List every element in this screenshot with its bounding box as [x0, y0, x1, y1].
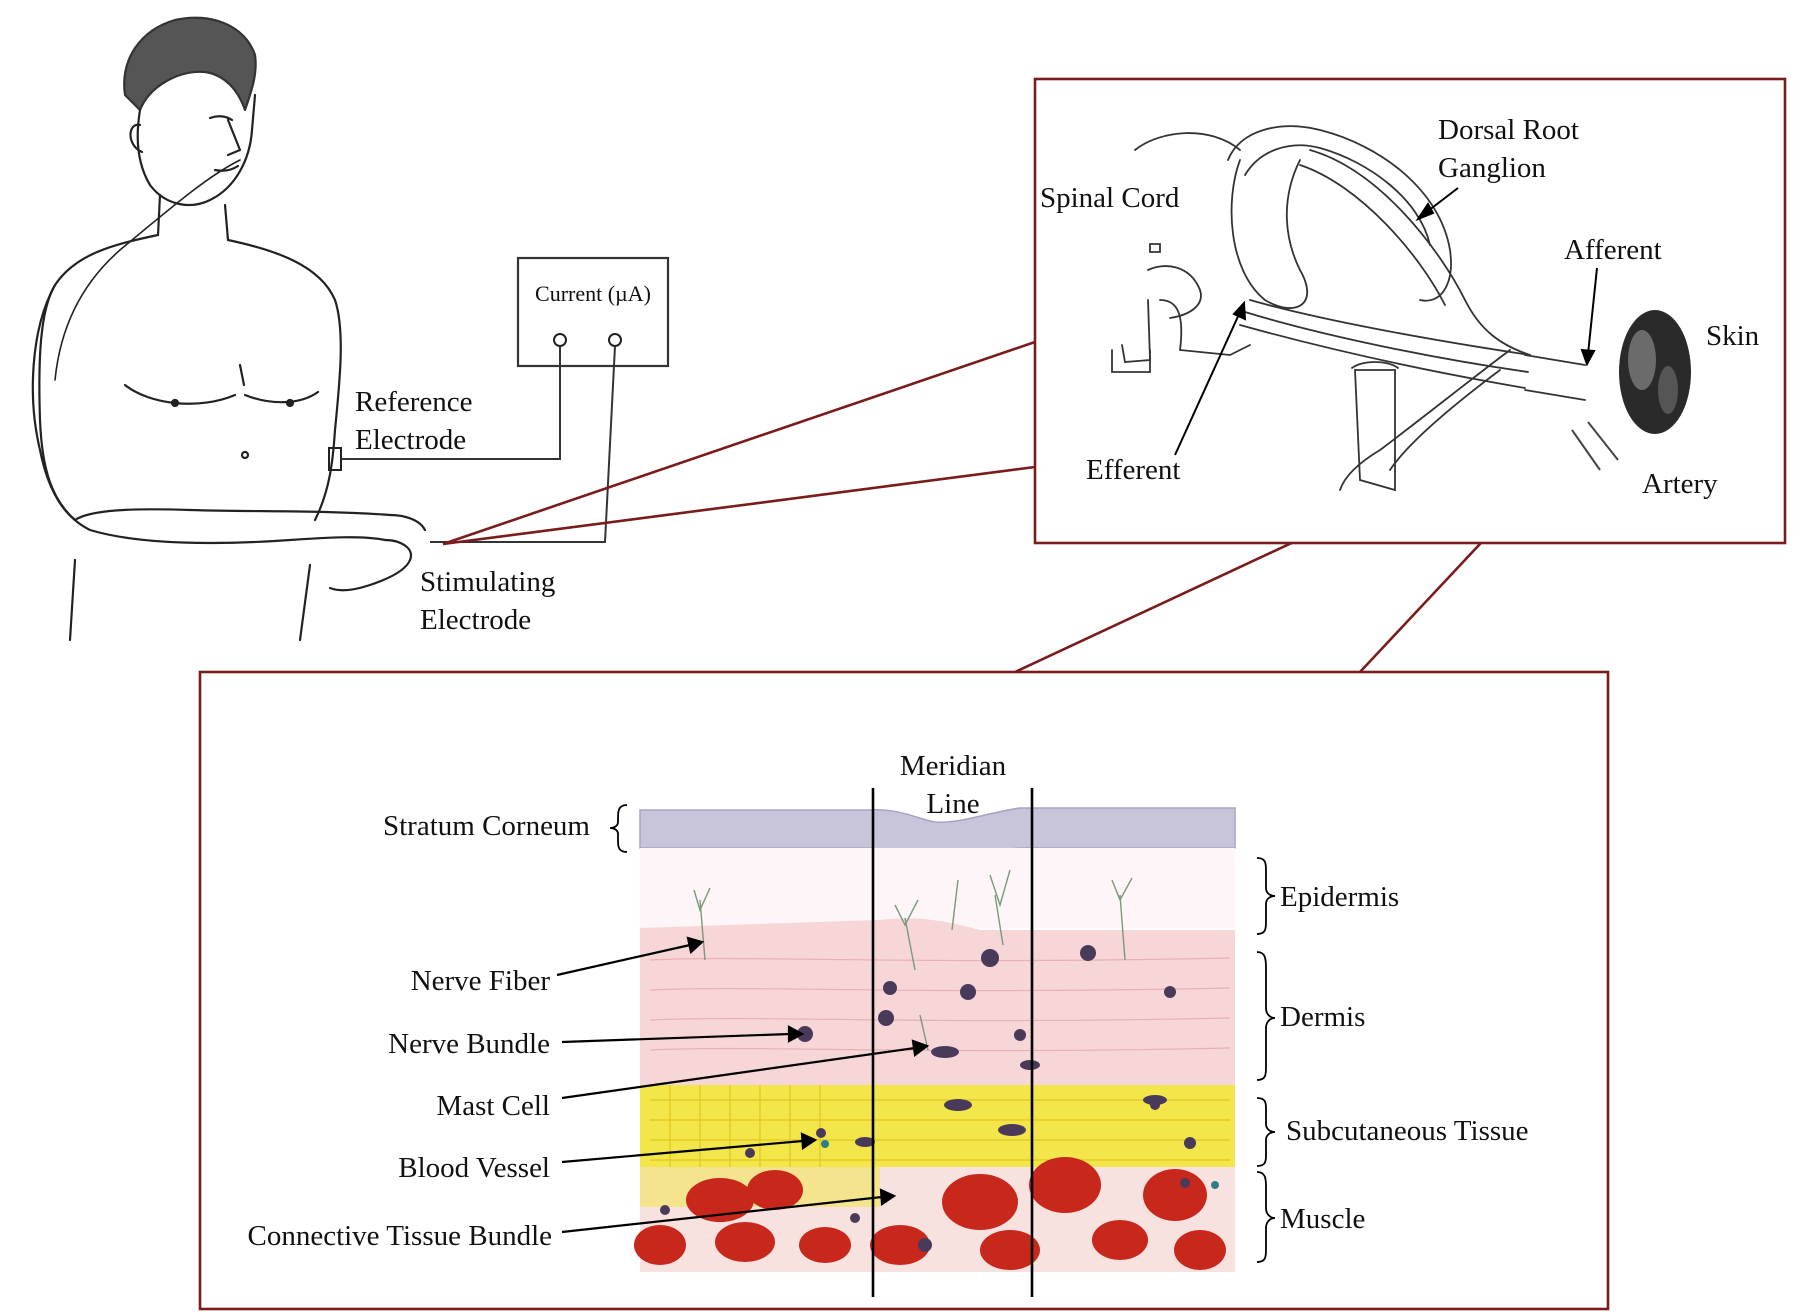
epidermis-region	[640, 848, 1235, 928]
sternum	[238, 363, 246, 387]
hair	[123, 16, 257, 112]
meridian-label-2: Line	[926, 788, 980, 820]
layer-brackets	[1256, 857, 1276, 1263]
ear	[129, 123, 144, 154]
reference-electrode-label-1: Reference	[355, 386, 473, 418]
vertebra	[1121, 299, 1251, 363]
neck	[156, 193, 230, 242]
meter-label: Current (µA)	[535, 281, 651, 306]
blood-vessel-label: Blood Vessel	[398, 1152, 550, 1184]
mast-cell-label: Mast Cell	[436, 1090, 550, 1122]
fat-cell-grid	[650, 1085, 1230, 1167]
hip	[68, 558, 312, 642]
reference-wire	[341, 346, 561, 460]
nerve-bundle-label: Nerve Bundle	[388, 1028, 550, 1060]
nipple-left	[170, 398, 180, 408]
artery-tube	[1354, 369, 1396, 492]
spinal-inner-curve	[1230, 159, 1309, 309]
dermis-label: Dermis	[1280, 1001, 1366, 1033]
artery-label: Artery	[1642, 468, 1718, 500]
drg-label-1: Dorsal Root	[1438, 114, 1579, 146]
nerve-fiber-label: Nerve Fiber	[410, 965, 550, 997]
torso-outline	[38, 233, 342, 522]
dermal-cells	[660, 945, 1196, 1252]
stimulating-electrode-label-1: Stimulating	[420, 566, 556, 598]
reference-electrode-label-2: Electrode	[355, 424, 467, 456]
nipple-right	[285, 398, 295, 408]
ventral-branch-2	[1389, 369, 1501, 471]
drg-bundle-2	[1299, 164, 1446, 306]
subcutaneous-label: Subcutaneous Tissue	[1286, 1115, 1529, 1147]
meter-terminal-left	[553, 333, 567, 347]
skin-label-arrows	[556, 936, 930, 1234]
head	[136, 93, 257, 207]
skin-patch	[1619, 310, 1691, 434]
muscle-cells	[634, 1157, 1226, 1270]
nerve-fibers	[693, 869, 1133, 1051]
hand	[328, 513, 427, 592]
blood-vessels	[821, 1140, 1219, 1189]
efferent-label: Efferent	[1086, 454, 1181, 486]
muscle-label: Muscle	[1280, 1203, 1366, 1235]
spinal-cord-small-square	[1149, 243, 1161, 253]
nerve-loop-outer	[1227, 125, 1452, 302]
stratum-corneum-brace	[609, 804, 628, 853]
arm	[31, 283, 392, 545]
mouth	[213, 164, 240, 172]
spinal-cord-outline	[1134, 132, 1241, 319]
dermis-streaks	[649, 957, 1231, 1052]
lead-wire-shoulder	[54, 159, 241, 381]
nose	[226, 118, 242, 157]
skin-label: Skin	[1706, 320, 1760, 352]
stimulating-wire	[430, 345, 616, 543]
meter-terminal-right	[608, 333, 622, 347]
nerve-trunk-1	[1249, 299, 1531, 356]
vertebra-base	[1111, 349, 1151, 373]
eye	[208, 115, 234, 122]
dermis-region	[640, 918, 1235, 1085]
afferent-label: Afferent	[1564, 234, 1662, 266]
artery-tube-top	[1351, 361, 1399, 369]
current-meter-box	[516, 256, 670, 368]
nerve-loop-inner	[1244, 144, 1431, 246]
stimulating-electrode-label-2: Electrode	[420, 604, 532, 636]
drg-label-2: Ganglion	[1438, 152, 1546, 184]
person-figure	[31, 16, 427, 642]
navel	[240, 450, 250, 460]
spinal-cord-label: Spinal Cord	[1040, 182, 1180, 214]
meridian-label-1: Meridian	[899, 750, 1007, 782]
spinal-nerve-drawing	[1111, 125, 1586, 492]
stratum-corneum-label: Stratum Corneum	[382, 810, 590, 842]
connective-tissue-label: Connective Tissue Bundle	[247, 1220, 552, 1252]
subcutaneous-region	[640, 1085, 1235, 1167]
epidermis-label: Epidermis	[1280, 881, 1400, 913]
drg-bundle-1	[1309, 149, 1531, 356]
peripheral-nerve	[1524, 354, 1586, 401]
nerve-panel-arrows	[1174, 187, 1598, 456]
artery-vessel	[1571, 421, 1619, 471]
